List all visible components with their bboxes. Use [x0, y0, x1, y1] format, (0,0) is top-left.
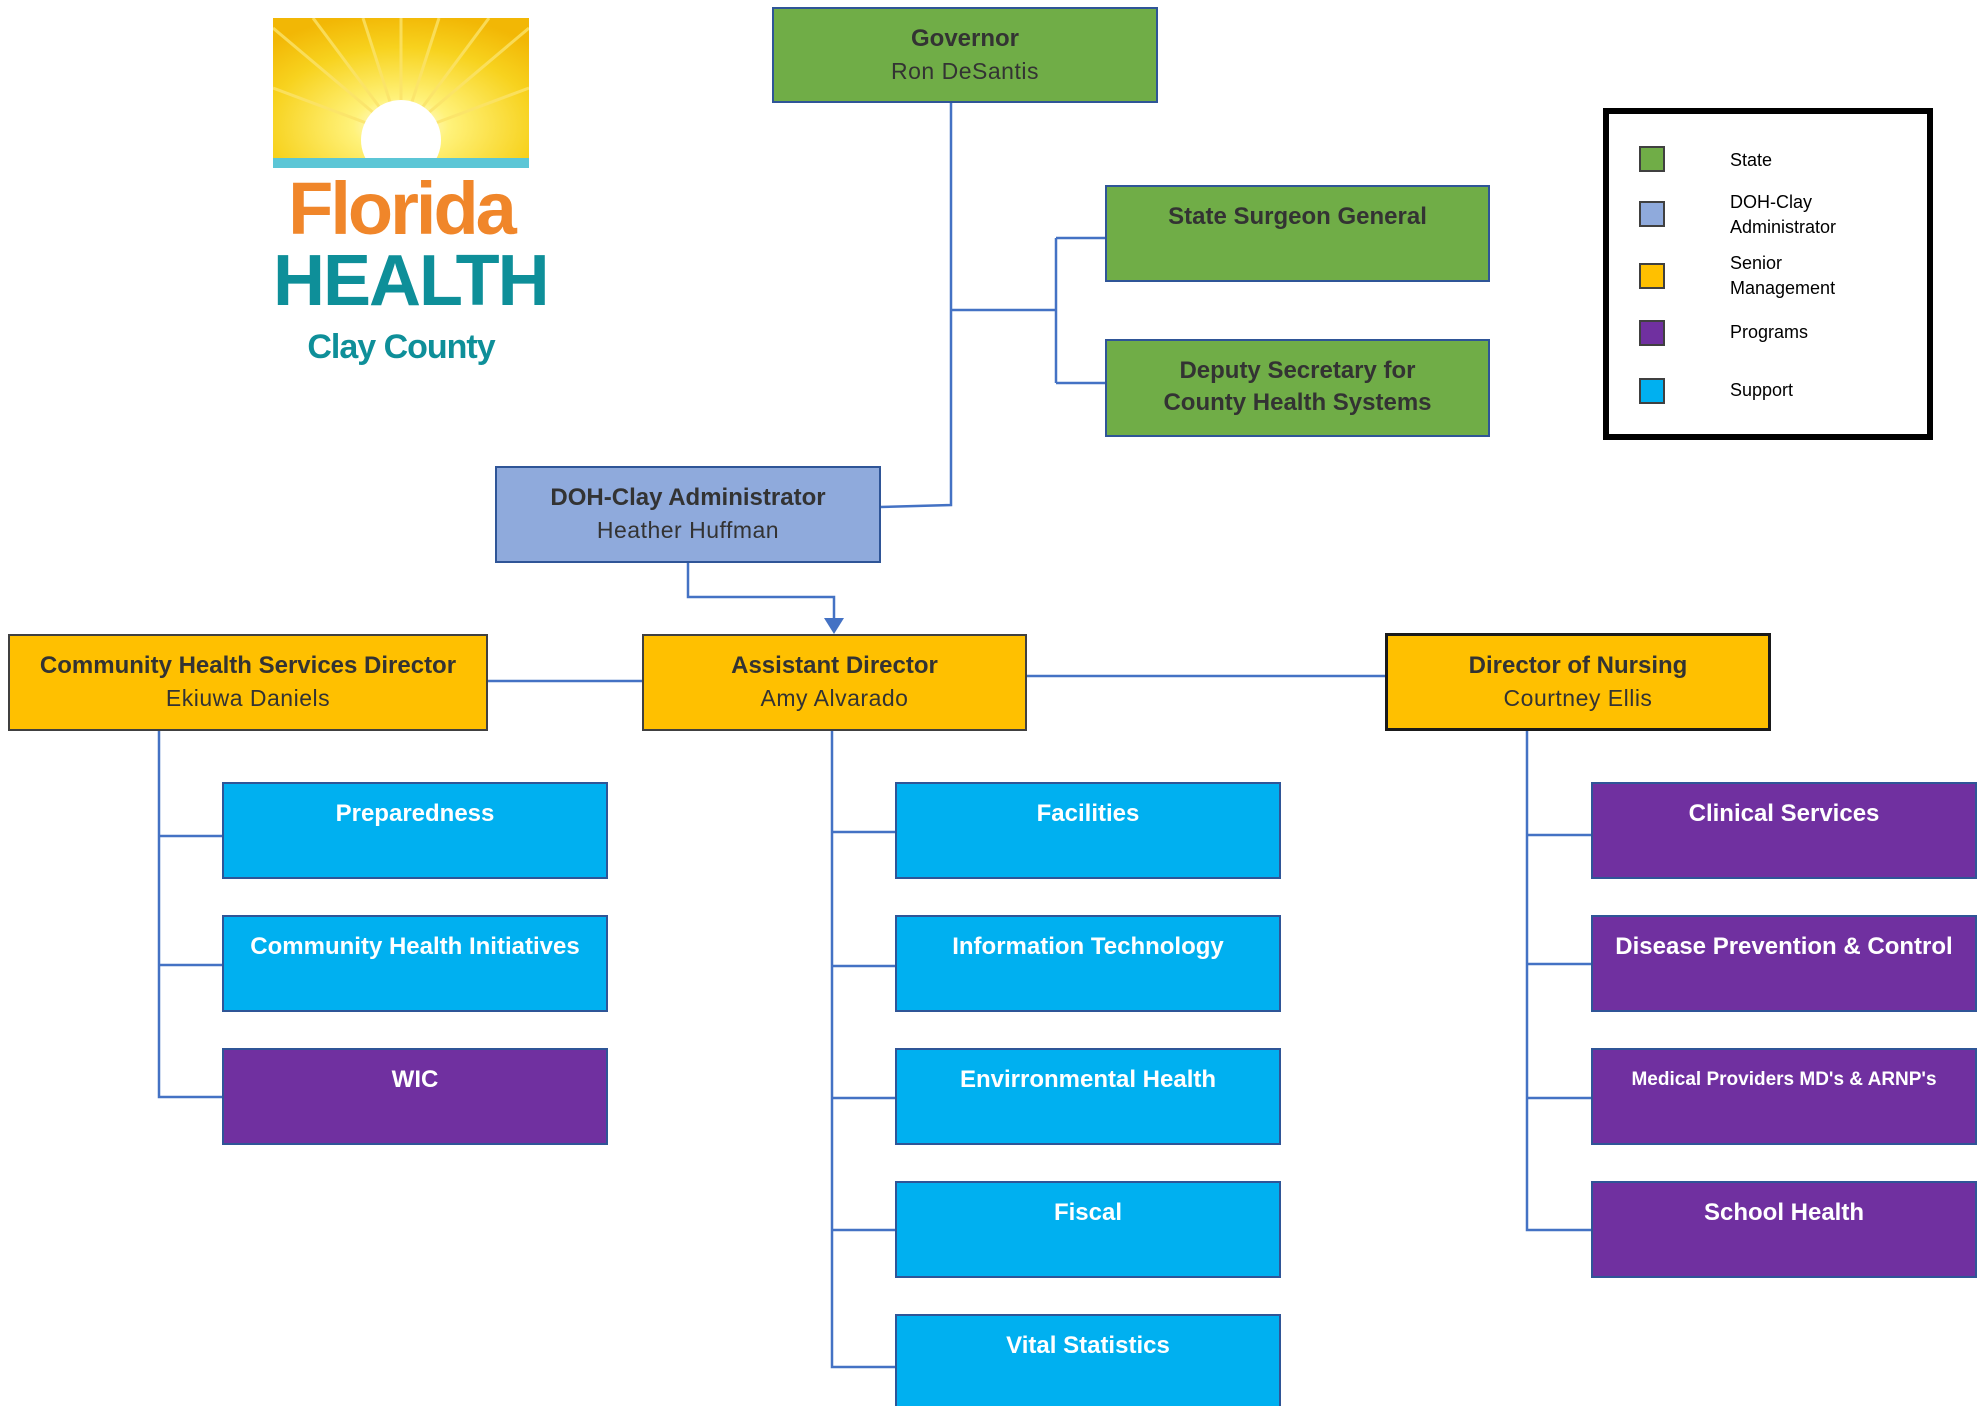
node-title: Director of Nursing	[1468, 652, 1688, 679]
node-title: DOH-Clay Administrator	[550, 484, 826, 511]
node-title: Assistant Director	[731, 652, 938, 679]
node-title: Community Health Services Director	[39, 652, 457, 679]
node-title: Medical Providers MD's & ARNP's	[1631, 1069, 1937, 1090]
wic-box: WIC	[222, 1048, 608, 1145]
legend-label: Support	[1730, 380, 1794, 400]
legend-swatch-programs	[1639, 320, 1665, 346]
legend-swatch-administrator	[1639, 201, 1665, 227]
legend-label: DOH-Clay Administrator	[1730, 192, 1837, 237]
legend-label: Programs	[1730, 322, 1809, 342]
fiscal-box: Fiscal	[895, 1181, 1281, 1278]
preparedness-box: Preparedness	[222, 782, 608, 879]
legend-swatch-state	[1639, 146, 1665, 172]
node-title: Deputy Secretary for County Health Syste…	[1163, 357, 1432, 416]
node-person: Ron DeSantis	[891, 58, 1039, 84]
node-person: Heather Huffman	[596, 517, 780, 543]
governor-to-admin-line	[879, 102, 953, 509]
legend: State DOH-Clay Administrator Senior Mana…	[1603, 108, 1933, 440]
node-person: Amy Alvarado	[760, 685, 909, 711]
sun-icon	[273, 18, 529, 188]
assistant-director-box: Assistant Director Amy Alvarado	[642, 634, 1027, 731]
information-technology-box: Information Technology	[895, 915, 1281, 1012]
node-title: Fiscal	[1053, 1199, 1123, 1226]
community-health-initiatives-box: Community Health Initiatives	[222, 915, 608, 1012]
assistant-tree-line	[830, 731, 895, 1369]
facilities-box: Facilities	[895, 782, 1281, 879]
disease-prevention-box: Disease Prevention & Control	[1591, 915, 1977, 1012]
florida-health-logo: Florida HEALTH Clay County	[273, 18, 550, 383]
logo-health-text: HEALTH	[273, 241, 550, 321]
legend-item-administrator: DOH-Clay Administrator	[1639, 192, 1836, 237]
arrowhead-icon	[824, 618, 844, 634]
logo-county-text: Clay County	[307, 328, 495, 366]
legend-item-state: State	[1639, 146, 1772, 172]
node-title: School Health	[1703, 1199, 1865, 1226]
clinical-services-box: Clinical Services	[1591, 782, 1977, 879]
node-title: Clinical Services	[1688, 800, 1880, 827]
legend-label: State	[1730, 150, 1773, 170]
logo-florida-text: Florida	[288, 167, 517, 250]
node-title: Facilities	[1036, 800, 1140, 827]
administrator-box: DOH-Clay Administrator Heather Huffman	[495, 466, 881, 563]
admin-to-assistant-line	[686, 563, 836, 622]
node-title: Preparedness	[335, 800, 495, 827]
legend-label: Senior Management	[1730, 253, 1836, 298]
nursing-director-box: Director of Nursing Courtney Ellis	[1385, 633, 1771, 731]
legend-swatch-senior	[1639, 263, 1665, 289]
legend-item-senior-management: Senior Management	[1639, 253, 1835, 298]
node-title: Information Technology	[952, 933, 1224, 960]
school-health-box: School Health	[1591, 1181, 1977, 1278]
node-title: Envirronmental Health	[959, 1066, 1217, 1093]
node-title: WIC	[391, 1066, 439, 1093]
deputy-secretary-box: Deputy Secretary for County Health Syste…	[1105, 339, 1490, 437]
node-title: Disease Prevention & Control	[1615, 933, 1953, 960]
nursing-tree-line	[1525, 731, 1591, 1232]
legend-swatch-support	[1639, 378, 1665, 404]
surgeon-general-box: State Surgeon General	[1105, 185, 1490, 282]
governor-box: Governor Ron DeSantis	[772, 7, 1158, 103]
vital-statistics-box: Vital Statistics	[895, 1314, 1281, 1406]
environmental-health-box: Envirronmental Health	[895, 1048, 1281, 1145]
node-title: Community Health Initiatives	[250, 933, 580, 960]
node-title: State Surgeon General	[1168, 203, 1427, 230]
chs-tree-line	[157, 731, 222, 1099]
legend-item-programs: Programs	[1639, 320, 1808, 346]
node-person: Courtney Ellis	[1503, 685, 1653, 711]
legend-item-support: Support	[1639, 378, 1793, 404]
node-person: Ekiuwa Daniels	[165, 685, 331, 711]
node-title: Governor	[910, 25, 1020, 52]
medical-providers-box: Medical Providers MD's & ARNP's	[1591, 1048, 1977, 1145]
chs-director-box: Community Health Services Director Ekiuw…	[8, 634, 488, 731]
node-title: Vital Statistics	[1006, 1332, 1170, 1359]
